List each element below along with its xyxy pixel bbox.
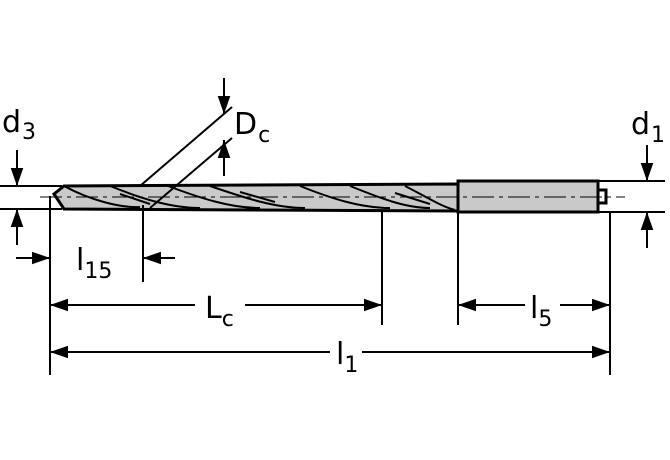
dc-label: Dc bbox=[234, 107, 270, 148]
shank-end-notch bbox=[596, 181, 608, 212]
l5-label: l5 bbox=[530, 291, 552, 332]
dc-dimension: Dc bbox=[139, 78, 270, 209]
l5-dimension: l5 bbox=[458, 291, 610, 332]
lc-label: Lc bbox=[205, 291, 234, 332]
l15-label: l15 bbox=[76, 243, 112, 284]
d1-dimension: d1 bbox=[598, 107, 665, 248]
l15-dimension: l15 bbox=[16, 243, 175, 284]
l1-dimension: l1 bbox=[50, 337, 610, 378]
drill-body bbox=[40, 179, 625, 214]
d3-label: d3 bbox=[2, 105, 36, 145]
d3-dimension: d3 bbox=[0, 105, 62, 245]
extension-lines bbox=[49, 196, 611, 375]
lc-dimension: Lc bbox=[50, 291, 382, 332]
d1-label: d1 bbox=[631, 107, 665, 148]
l1-label: l1 bbox=[336, 337, 358, 378]
